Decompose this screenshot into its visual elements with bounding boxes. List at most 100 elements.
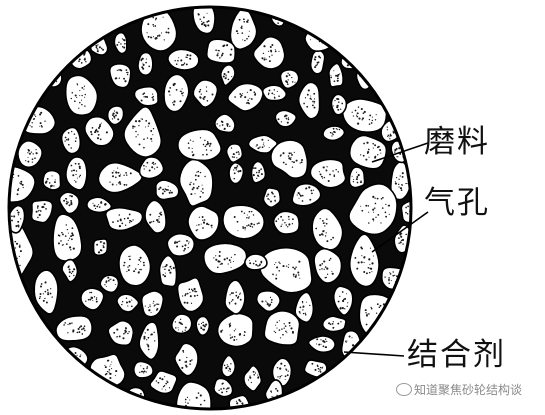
grain-speckle	[120, 69, 123, 72]
grain-speckle	[398, 147, 401, 150]
grain-speckle	[125, 330, 127, 333]
grain-speckle	[319, 369, 321, 371]
grain-speckle	[350, 58, 354, 61]
grain-speckle	[189, 360, 192, 362]
grain-speckle	[158, 218, 160, 220]
grain-speckle	[142, 62, 144, 64]
grain-speckle	[246, 37, 248, 40]
grain-speckle	[97, 134, 100, 136]
grain-speckle	[264, 57, 266, 59]
grain-speckle	[366, 313, 368, 315]
grain-speckle	[322, 345, 325, 348]
grain-speckle	[78, 58, 81, 61]
grain-speckle	[237, 170, 240, 173]
grain-speckle	[46, 289, 49, 291]
grain-speckle	[332, 127, 335, 130]
grain-speckle	[84, 93, 87, 96]
grain-speckle	[158, 34, 161, 37]
grain-speckle	[238, 398, 241, 402]
grain-speckle	[118, 69, 120, 71]
grain-speckle	[325, 232, 327, 234]
abrasive-grain	[166, 232, 196, 257]
grain-speckle	[68, 363, 71, 365]
pore-leader-line	[371, 211, 429, 253]
grain-speckle	[337, 77, 339, 80]
grain-speckle	[392, 274, 395, 277]
grain-speckle	[226, 123, 229, 126]
grain-speckle	[278, 320, 280, 322]
grain-speckle	[164, 266, 166, 268]
grain-speckle	[107, 276, 110, 279]
grain-speckle	[123, 264, 125, 267]
grain-speckle	[179, 322, 182, 325]
grain-speckle	[357, 174, 360, 177]
grain-speckle	[113, 110, 116, 112]
grain-speckle	[192, 411, 194, 413]
grain-speckle	[235, 409, 236, 410]
grain-speckle	[225, 388, 228, 390]
grain-speckle	[189, 54, 192, 57]
grain-speckle	[262, 52, 265, 55]
grain-speckle	[67, 201, 69, 204]
grain-speckle	[96, 45, 98, 47]
grain-speckle	[273, 89, 276, 91]
grain-speckle	[275, 262, 277, 264]
grain-speckle	[229, 322, 232, 324]
grain-speckle	[189, 399, 191, 401]
grain-speckle	[221, 52, 224, 55]
grain-speckle	[146, 328, 149, 331]
grain-speckle	[156, 303, 158, 306]
grain-speckle	[65, 224, 68, 226]
grain-speckle	[201, 216, 204, 218]
grain-speckle	[320, 175, 323, 178]
grain-speckle	[8, 243, 10, 245]
grain-speckle	[361, 117, 365, 120]
abrasive-grain	[309, 158, 347, 189]
grain-speckle	[287, 72, 289, 74]
grain-speckle	[374, 119, 377, 121]
grain-speckle	[117, 118, 120, 121]
grain-speckle	[365, 204, 368, 207]
grain-speckle	[4, 177, 6, 179]
grain-speckle	[7, 182, 8, 183]
grain-speckle	[53, 185, 55, 187]
grain-speckle	[109, 365, 111, 367]
grain-speckle	[216, 123, 218, 125]
grain-speckle	[172, 83, 175, 86]
grain-speckle	[363, 256, 366, 259]
grain-speckle	[306, 93, 309, 96]
grain-speckle	[188, 241, 190, 243]
grain-speckle	[398, 237, 400, 239]
grain-speckle	[183, 247, 186, 250]
grain-speckle	[367, 148, 370, 151]
grain-speckle	[74, 140, 77, 142]
grain-speckle	[128, 264, 131, 267]
grain-speckle	[310, 189, 313, 192]
grain-speckle	[203, 325, 206, 328]
grain-speckle	[238, 152, 240, 154]
grain-speckle	[263, 142, 265, 144]
grain-speckle	[365, 272, 368, 275]
grain-speckle	[190, 193, 193, 196]
grain-speckle	[168, 90, 171, 93]
grain-speckle	[313, 92, 316, 95]
grain-speckle	[389, 134, 392, 137]
grain-speckle	[147, 344, 150, 347]
grain-speckle	[159, 212, 161, 215]
grain-speckle	[241, 25, 243, 28]
grain-speckle	[143, 96, 145, 98]
grain-speckle	[167, 31, 170, 34]
grain-speckle	[180, 90, 183, 92]
grain-speckle	[221, 391, 224, 394]
grain-speckle	[39, 285, 43, 288]
abrasive-grain	[400, 200, 410, 224]
grain-speckle	[387, 134, 390, 137]
grain-speckle	[261, 300, 264, 303]
grain-speckle	[258, 171, 260, 174]
grain-speckle	[78, 60, 80, 63]
grain-speckle	[57, 234, 60, 237]
grain-speckle	[204, 139, 206, 142]
grain-speckle	[292, 218, 294, 221]
grain-speckle	[385, 203, 387, 206]
grain-speckle	[147, 306, 149, 309]
